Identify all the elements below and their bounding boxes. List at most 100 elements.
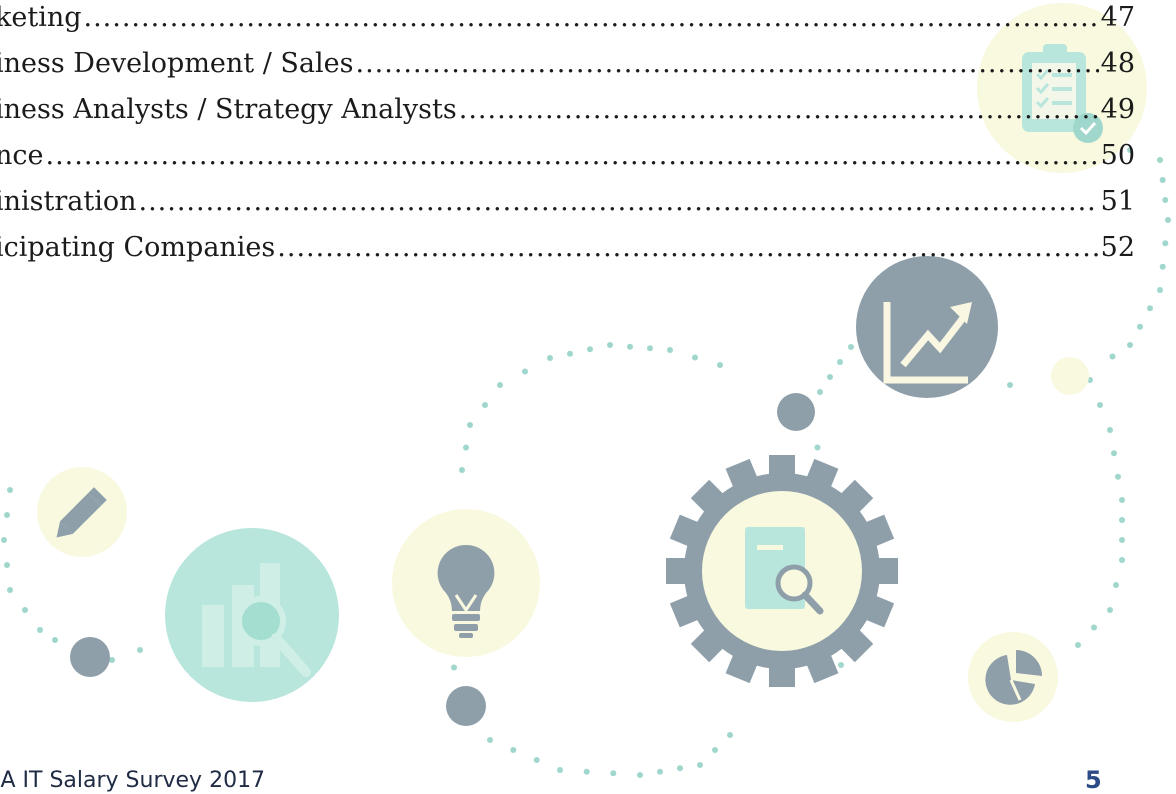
small-slate-circle — [446, 686, 486, 726]
path-dot — [838, 662, 844, 668]
path-dot — [1159, 263, 1166, 270]
path-dot — [814, 444, 821, 451]
path-dot — [547, 355, 553, 361]
path-dot — [1097, 402, 1103, 408]
small-cream-circle — [1051, 357, 1089, 395]
path-dot — [522, 368, 528, 375]
path-dot — [607, 342, 613, 348]
path-dot — [533, 757, 540, 763]
path-dot — [677, 765, 683, 772]
path-dot — [717, 362, 723, 368]
path-dot — [1162, 240, 1169, 247]
small-slate-circle — [777, 393, 815, 431]
toc-dot-leader — [459, 94, 1099, 126]
path-dot — [109, 657, 115, 663]
toc-entry[interactable]: inistration 51 — [0, 172, 1135, 218]
path-dot — [587, 346, 593, 353]
path-dot — [459, 467, 465, 473]
path-dot — [667, 347, 673, 353]
path-dot — [1165, 217, 1171, 223]
path-dot — [463, 444, 469, 451]
path-dot — [1, 537, 7, 543]
toc-entry[interactable]: iness Development / Sales 48 — [0, 34, 1135, 80]
path-dot — [1075, 642, 1081, 648]
path-dot — [1159, 177, 1166, 183]
page-number: 5 — [1085, 766, 1102, 794]
path-dot — [1127, 147, 1133, 153]
toc-entry-page: 52 — [1100, 232, 1135, 263]
path-dot — [557, 767, 563, 773]
path-dot — [1113, 582, 1119, 588]
toc-entry-page: 51 — [1100, 186, 1135, 217]
toc-entry[interactable]: icipating Companies 52 — [0, 218, 1135, 264]
toc-entry-page: 47 — [1100, 2, 1135, 33]
path-dot — [1119, 517, 1125, 523]
bar-chart-search-icon — [165, 528, 339, 702]
path-dot — [137, 647, 143, 653]
path-dot — [1115, 473, 1121, 480]
lightbulb-icon — [392, 509, 540, 657]
trend-chart-icon — [856, 256, 998, 398]
footer-title: IA IT Salary Survey 2017 — [0, 768, 266, 793]
path-dot — [1137, 323, 1143, 330]
path-dot — [637, 772, 643, 778]
path-dot — [1127, 342, 1133, 348]
path-dot — [37, 627, 43, 633]
path-dot — [467, 422, 473, 428]
toc-entry-title: icipating Companies — [0, 232, 276, 263]
path-dot — [1157, 157, 1163, 163]
path-dot — [1119, 537, 1125, 543]
path-dot — [451, 664, 457, 671]
path-dot — [4, 512, 10, 518]
path-dot — [4, 562, 10, 568]
path-dot — [52, 637, 58, 643]
toc-entry-title: inistration — [0, 186, 137, 217]
path-dot — [817, 389, 823, 395]
table-of-contents: keting 47 iness Development / Sales 48 i… — [0, 0, 1135, 264]
path-dot — [1162, 197, 1169, 203]
toc-dot-leader — [139, 186, 1099, 218]
path-dot — [1091, 624, 1097, 631]
path-dot — [712, 747, 718, 753]
gear-document-search-icon — [666, 455, 898, 687]
path-dot — [487, 737, 493, 743]
path-dot — [610, 770, 617, 777]
toc-entry-title: nce — [0, 140, 44, 171]
path-dot — [1107, 427, 1113, 433]
small-slate-circle — [70, 637, 110, 677]
toc-entry[interactable]: iness Analysts / Strategy Analysts 49 — [0, 80, 1135, 126]
path-dot — [848, 344, 854, 350]
path-dot — [697, 762, 703, 768]
path-dot — [627, 343, 633, 350]
path-dot — [1119, 557, 1125, 563]
toc-entry[interactable]: nce 50 — [0, 126, 1135, 172]
path-dot — [692, 354, 698, 361]
path-dot — [827, 374, 833, 380]
path-dot — [510, 747, 517, 753]
path-dot — [1119, 497, 1125, 503]
path-dot — [727, 732, 733, 738]
path-dot — [647, 345, 653, 352]
path-dot — [1007, 382, 1013, 388]
toc-dot-leader — [277, 232, 1098, 264]
dotted-path — [1, 142, 1171, 778]
path-dot — [583, 768, 590, 775]
toc-dot-leader — [84, 2, 1099, 34]
path-dot — [1157, 287, 1163, 293]
path-dot — [1111, 450, 1117, 457]
toc-entry[interactable]: keting 47 — [0, 0, 1135, 34]
toc-entry-page: 49 — [1100, 94, 1135, 125]
path-dot — [1109, 353, 1116, 360]
toc-entry-title: keting — [0, 2, 82, 33]
toc-entry-page: 50 — [1100, 140, 1135, 171]
toc-entry-title: iness Development / Sales — [0, 48, 354, 79]
path-dot — [482, 402, 488, 408]
toc-entry-title: iness Analysts / Strategy Analysts — [0, 94, 457, 125]
pencil-icon — [37, 467, 127, 557]
path-dot — [567, 350, 573, 357]
toc-dot-leader — [46, 140, 1099, 172]
path-dot — [497, 382, 503, 388]
path-dot — [1107, 607, 1113, 613]
path-dot — [7, 587, 13, 593]
